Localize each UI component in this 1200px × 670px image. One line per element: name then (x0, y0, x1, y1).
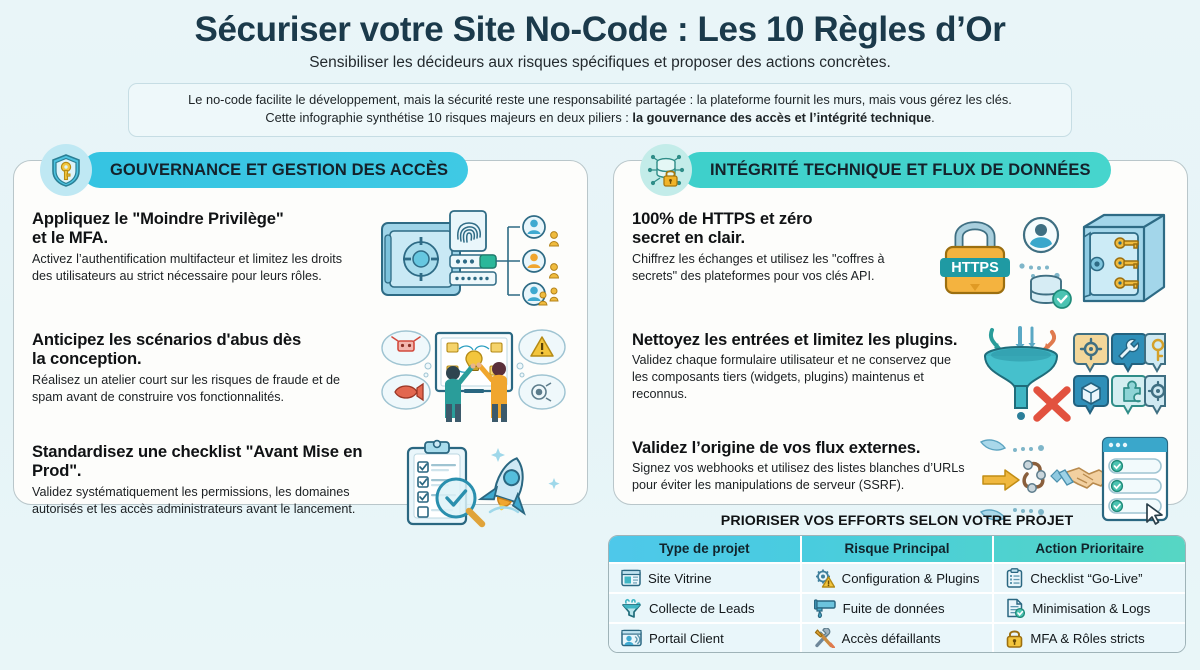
rule-heading: Standardisez une checklist "Avant Mise e… (32, 442, 363, 481)
rule-body: Activez l’authentification multifacteur … (32, 251, 343, 283)
webhook-handshake-checklist-illustration (979, 434, 1169, 526)
rule-item: Validez l’origine de vos flux externes. … (632, 434, 1169, 526)
table-row: Site Vitrine (609, 562, 1185, 592)
table-cell-risk: Configuration & Plugins (802, 564, 995, 592)
document-check-icon (1006, 598, 1026, 618)
rule-text: Nettoyez les entrées et limitez les plug… (632, 326, 968, 403)
table-cell-risk: Accès défaillants (802, 624, 995, 652)
rule-body: Chiffrez les échanges et utilisez les "c… (632, 251, 885, 283)
rule-body: Validez systématiquement les permissions… (32, 484, 356, 516)
rule-heading: Nettoyez les entrées et limitez les plug… (632, 330, 958, 349)
table-cell-label: Checklist “Go-Live” (1030, 570, 1143, 586)
clipboard-list-icon (1006, 568, 1023, 588)
table-header-cell: Action Prioritaire (1035, 541, 1144, 556)
rule-heading: 100% de HTTPS et zéro secret en clair. (632, 209, 813, 248)
rule-heading: Anticipez les scénarios d'abus dès la co… (32, 330, 302, 369)
table-cell-label: Minimisation & Logs (1032, 600, 1151, 616)
rule-item: 100% de HTTPS et zéro secret en clair. C… (632, 205, 1169, 310)
intro-line-1: Le no-code facilite le développement, ma… (188, 92, 1012, 108)
table-row: Collecte de Leads Fuite de données (609, 592, 1185, 622)
rule-body: Réalisez un atelier court sur les risque… (32, 372, 341, 404)
rule-text: 100% de HTTPS et zéro secret en clair. C… (632, 205, 928, 284)
table-cell-label: Collecte de Leads (649, 600, 755, 616)
intro-line-2-suffix: . (931, 110, 935, 126)
pillar-header-gouvernance: GOUVERNANCE ET GESTION DES ACCÈS (40, 144, 469, 196)
rule-text: Anticipez les scénarios d'abus dès la co… (32, 326, 373, 405)
pillar-body-integrite: 100% de HTTPS et zéro secret en clair. C… (614, 161, 1187, 525)
table-cell-action: Checklist “Go-Live” (994, 564, 1185, 592)
pillar-columns: GOUVERNANCE ET GESTION DES ACCÈS Appliqu… (0, 144, 1200, 528)
rule-text: Standardisez une checklist "Avant Mise e… (32, 438, 388, 517)
priority-table: Type de projet Risque Principal Action P… (608, 535, 1186, 653)
pillar-header-integrite: INTÉGRITÉ TECHNIQUE ET FLUX DE DONNÉES (640, 144, 1111, 196)
shield-key-icon (40, 144, 92, 196)
rule-text: Appliquez le "Moindre Privilège" et le M… (32, 205, 368, 284)
table-cell-risk: Fuite de données (802, 594, 995, 622)
rule-body: Signez vos webhooks et utilisez des list… (632, 461, 965, 493)
funnel-leads-icon (621, 598, 642, 618)
svg-text:HTTPS: HTTPS (951, 260, 999, 276)
intro-line-2-bold: la gouvernance des accès et l’intégrité … (632, 110, 932, 126)
rule-item: Standardisez une checklist "Avant Mise e… (32, 438, 569, 530)
table-title: PRIORISER VOS EFFORTS SELON VOTRE PROJET (720, 513, 1074, 529)
page-title: Sécuriser votre Site No-Code : Les 10 Rè… (194, 10, 1006, 49)
clipboard-rocket-illustration (394, 438, 569, 530)
table-cell-label: Accès défaillants (841, 630, 941, 646)
table-cell-project-type: Collecte de Leads (609, 594, 802, 622)
table-cell-action: MFA & Rôles stricts (994, 624, 1185, 652)
table-cell-label: Portail Client (649, 630, 724, 646)
rule-item: Anticipez les scénarios d'abus dès la co… (32, 326, 569, 426)
rule-heading: Validez l’origine de vos flux externes. (632, 438, 921, 457)
intro-box: Le no-code facilite le développement, ma… (128, 83, 1072, 137)
workshop-whiteboard-illustration (379, 326, 569, 426)
funnel-plugins-illustration (974, 326, 1169, 424)
table-cell-label: Site Vitrine (648, 570, 712, 586)
rule-item: Nettoyez les entrées et limitez les plug… (632, 326, 1169, 424)
table-cell-project-type: Portail Client (609, 624, 802, 652)
pillar-card-integrite: INTÉGRITÉ TECHNIQUE ET FLUX DE DONNÉES 1… (613, 144, 1188, 525)
pillar-label-gouvernance: GOUVERNANCE ET GESTION DES ACCÈS (82, 152, 469, 188)
leaking-pipe-icon (813, 598, 836, 618)
padlock-icon (1006, 629, 1023, 648)
table-cell-label: MFA & Rôles stricts (1030, 630, 1145, 646)
website-window-icon (621, 569, 641, 587)
broken-tools-icon (814, 628, 835, 648)
table-header-cell: Type de projet (609, 536, 802, 562)
table-cell-label: Fuite de données (842, 600, 945, 616)
rule-heading: Appliquez le "Moindre Privilège" et le M… (32, 209, 284, 248)
table-header-row: Type de projet Risque Principal Action P… (609, 536, 1185, 562)
rule-item: Appliquez le "Moindre Privilège" et le M… (32, 205, 569, 310)
table-cell-action: Minimisation & Logs (994, 594, 1185, 622)
table-row: Portail Client Accès défaillants (609, 622, 1185, 652)
pillar-label-integrite: INTÉGRITÉ TECHNIQUE ET FLUX DE DONNÉES (682, 152, 1111, 188)
page-subtitle: Sensibiliser les décideurs aux risques s… (309, 54, 891, 72)
database-lock-icon (640, 144, 692, 196)
table-header-cell: Risque Principal (802, 536, 995, 562)
rule-text: Validez l’origine de vos flux externes. … (632, 434, 973, 494)
https-padlock-vault-illustration: HTTPS (934, 205, 1169, 310)
user-portal-icon (621, 629, 642, 647)
table-cell-label: Configuration & Plugins (841, 570, 980, 586)
safe-fingerprint-users-illustration (374, 205, 569, 310)
priority-table-block: PRIORISER VOS EFFORTS SELON VOTRE PROJET… (608, 513, 1186, 653)
pillar-body-gouvernance: Appliquez le "Moindre Privilège" et le M… (14, 161, 587, 528)
gear-warning-icon (814, 568, 835, 588)
pillar-card-gouvernance: GOUVERNANCE ET GESTION DES ACCÈS Appliqu… (13, 144, 588, 528)
intro-line-2-prefix: Cette infographie synthétise 10 risques … (265, 110, 633, 126)
rule-body: Validez chaque formulaire utilisateur et… (632, 353, 951, 401)
table-cell-project-type: Site Vitrine (609, 564, 802, 592)
